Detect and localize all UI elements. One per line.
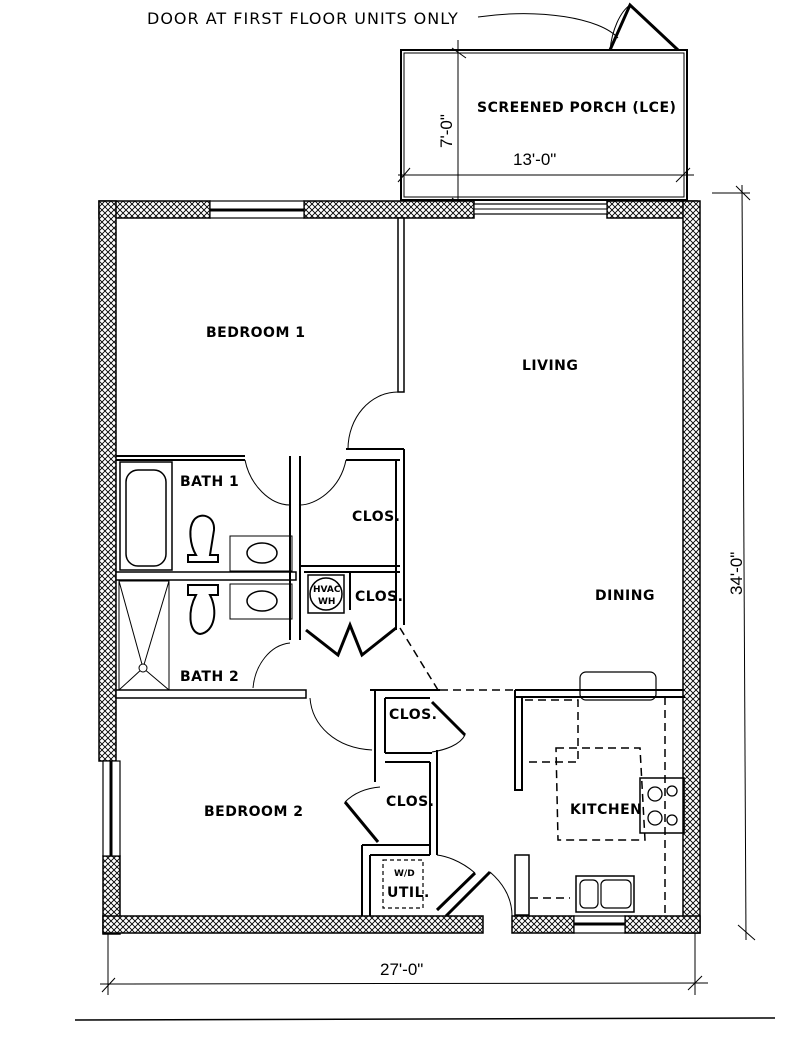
water-heater-label: WH [318,597,335,607]
kitchen-upper-cabinets [525,699,579,763]
kitchen-sink [575,875,635,913]
hvac-label: HVAC [313,585,341,595]
refrigerator [579,671,657,701]
vanity-bath2 [229,583,293,620]
hall-closet-door[interactable] [430,700,467,737]
first-floor-door-note: DOOR AT FIRST FLOOR UNITS ONLY [147,9,459,28]
bedroom2-label: BEDROOM 2 [204,804,304,820]
kitchen-island-outline [555,747,646,841]
washer-dryer-label: W/D [394,869,415,879]
overall-width-dimension-line [99,933,709,995]
bathtub [119,461,173,571]
hall-opening [399,627,439,691]
washer-dryer [382,859,424,909]
screened-porch [397,2,694,213]
doors[interactable] [244,391,515,918]
porch-depth-dimension: 7'-0" [437,114,456,148]
hvac-closet-label: CLOS. [355,589,404,605]
bath2-label: BATH 2 [180,669,239,685]
bath-closet-label: CLOS. [352,509,401,525]
fixtures [118,461,685,915]
bedroom2-closet-door[interactable] [343,801,380,843]
toilet-bath1 [187,514,219,563]
bedroom2-door[interactable] [309,697,373,751]
porch-width-dimension: 13'-0" [513,150,556,169]
bath2-door[interactable] [252,642,291,689]
utility-door[interactable] [435,871,477,912]
living-label: LIVING [522,358,578,374]
exterior-walls [98,200,701,935]
dining-label: DINING [595,588,655,604]
hall-closet-label: CLOS. [389,707,438,723]
bedroom2-closet-label: CLOS. [386,794,435,810]
porch-door-swing [608,2,680,52]
overall-depth-label: 34'-0" [727,552,746,595]
hvac-unit [307,574,345,614]
page-rule [74,1017,776,1021]
windows [102,200,626,934]
porch-label: SCREENED PORCH (LCE) [477,100,676,116]
interior-walls [115,217,685,916]
bath1-door[interactable] [244,459,291,506]
shower [118,580,170,691]
overall-depth-dimension-line [712,184,756,941]
bedroom1-door[interactable] [347,391,399,450]
bath-closet-door[interactable] [299,459,347,506]
toilet-bath2 [187,584,219,636]
range-stove [639,777,685,834]
utility-label: UTIL. [387,885,430,901]
bath1-label: BATH 1 [180,474,239,490]
hvac-closet-bifold-doors[interactable] [305,620,397,658]
note-leader-line [477,13,619,39]
exterior-door[interactable] [444,870,492,918]
kitchen-label: KITCHEN [570,802,642,818]
vanity-bath1 [229,535,293,572]
bedroom1-label: BEDROOM 1 [206,325,306,341]
overall-width-label: 27'-0" [380,960,423,979]
